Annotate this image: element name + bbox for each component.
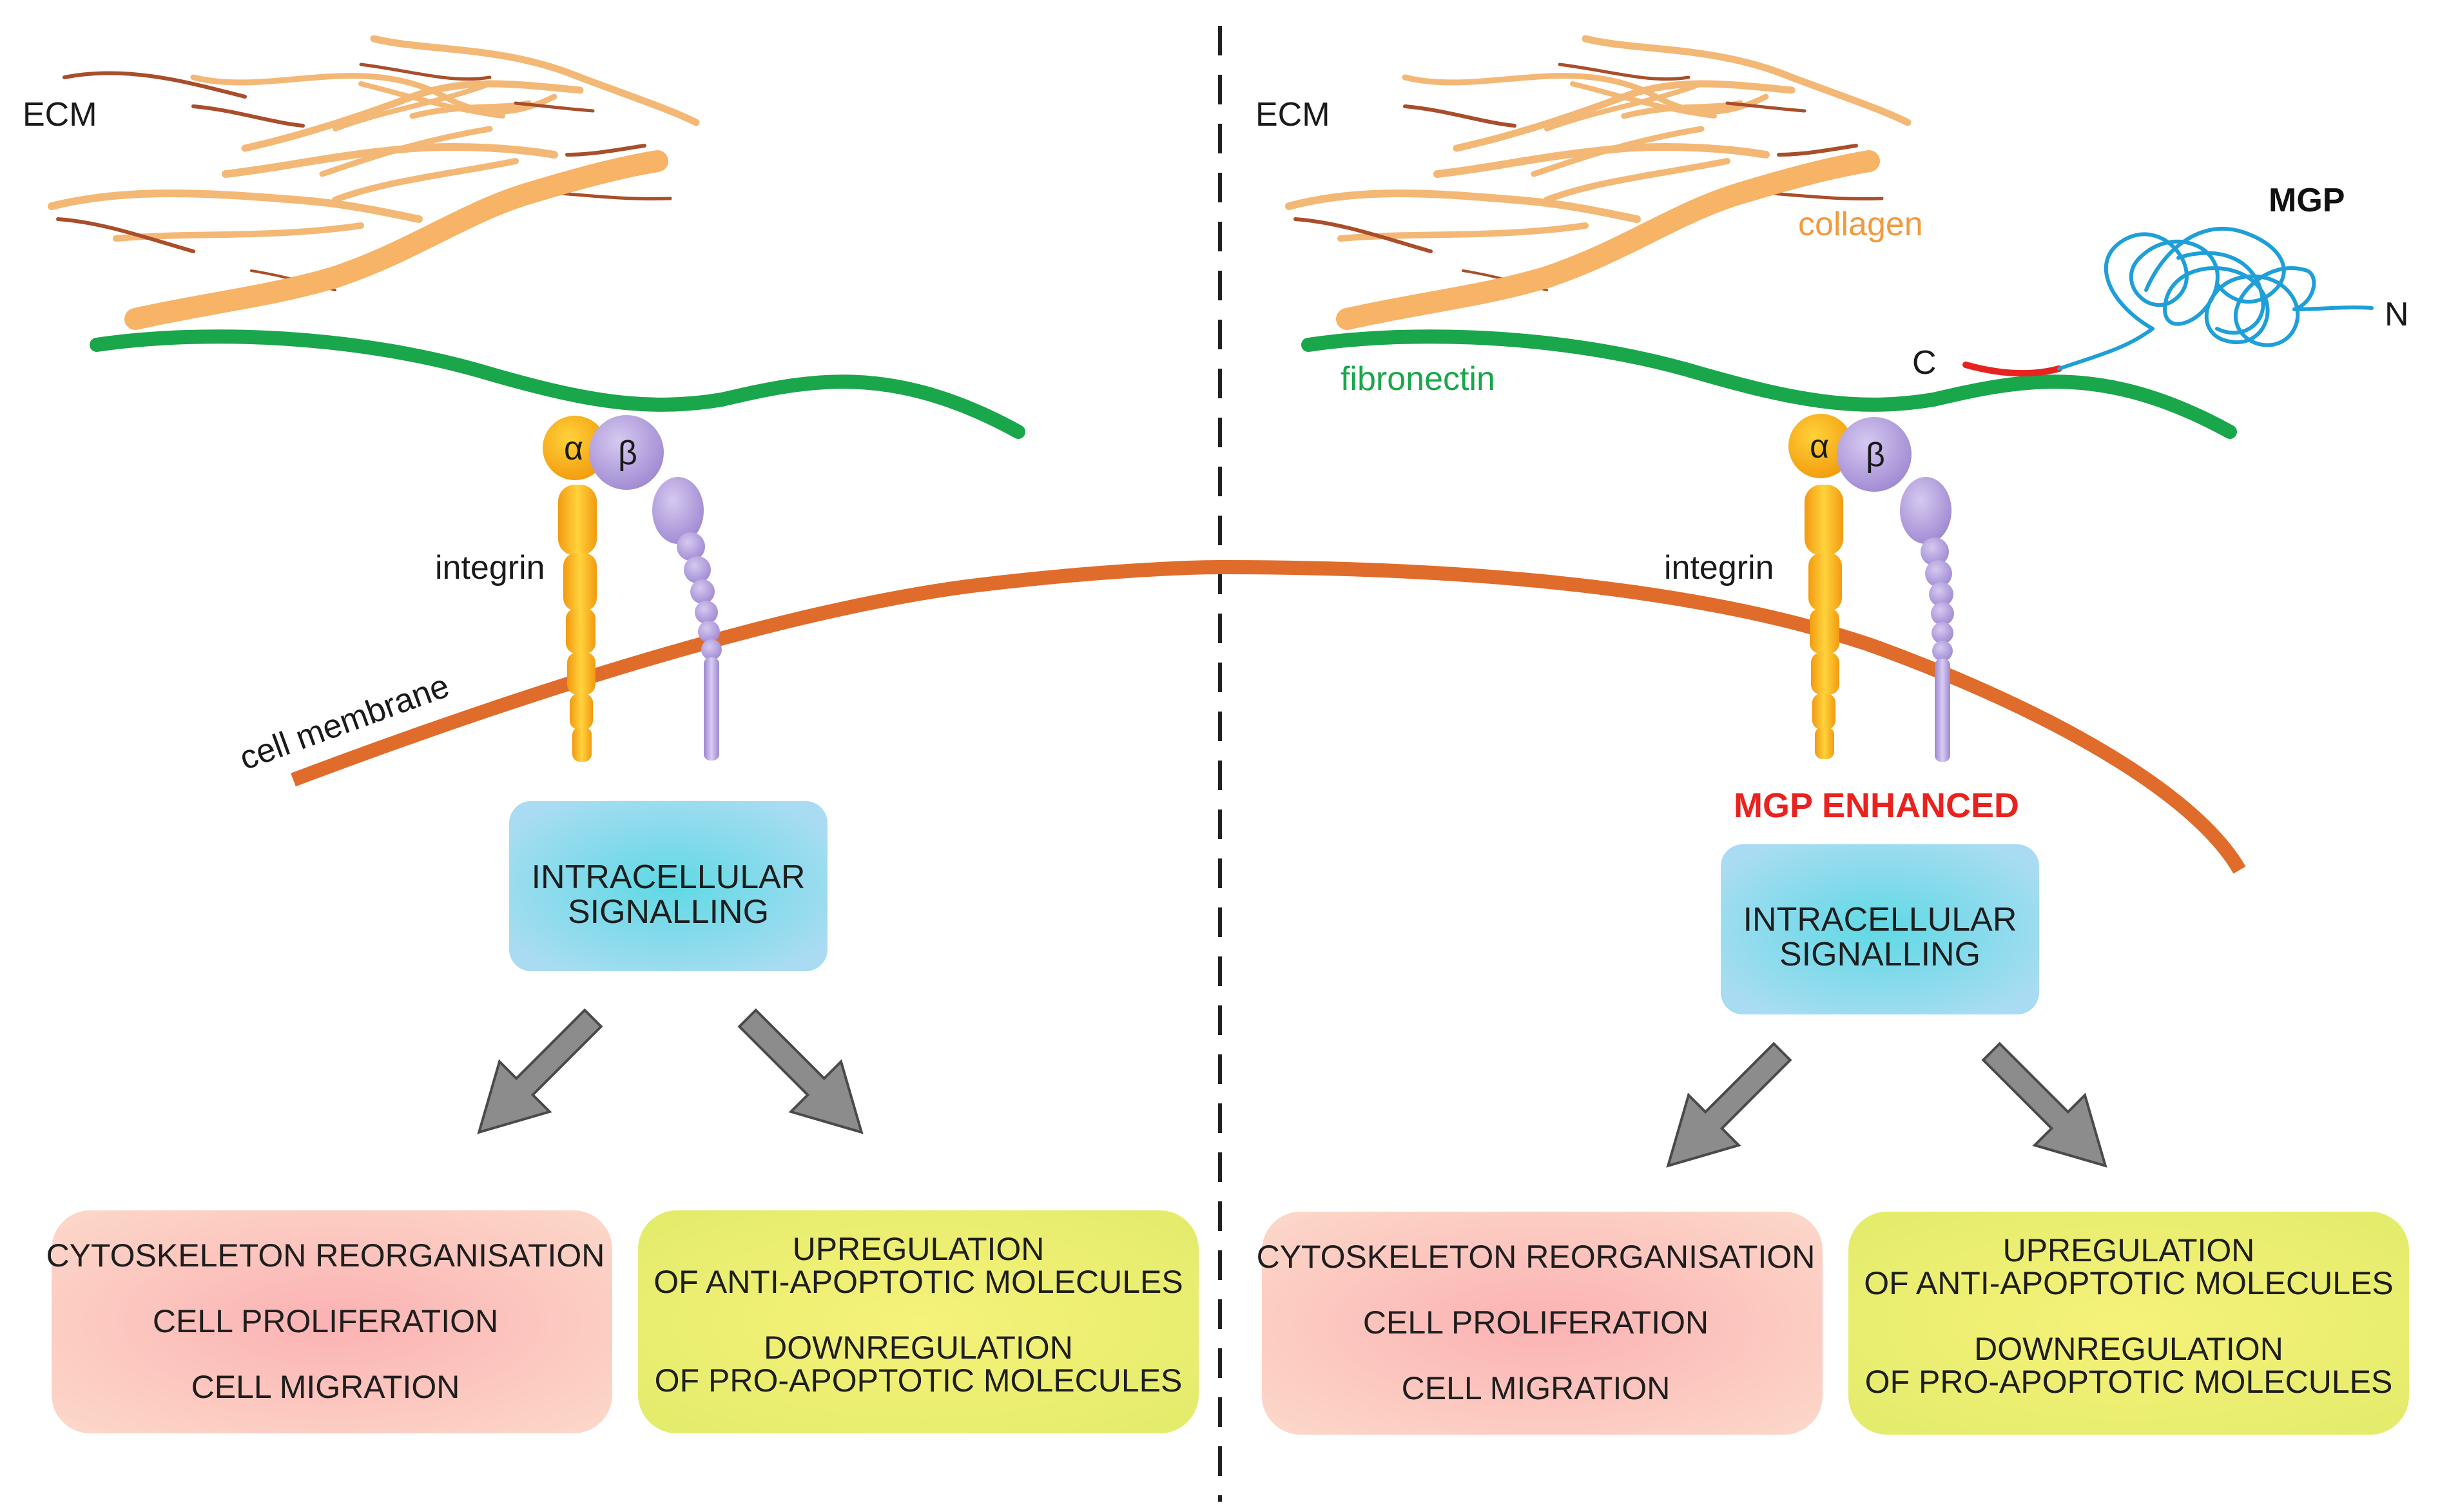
right-integrin-alpha	[1788, 414, 1853, 759]
left-cell-membrane	[291, 560, 1221, 787]
mgp-c-terminal-segment	[1962, 362, 2062, 377]
left-ecm-label: ECM	[23, 96, 97, 133]
right-signal-box: INTRACELLULAR SIGNALLING	[1721, 844, 2039, 1014]
left-panel: ECM α β integrin cell membrane INTRACELL…	[23, 35, 1221, 1433]
right-collagen-fibres	[1285, 35, 1912, 291]
right-integrin-beta	[1837, 417, 1954, 762]
right-outcome-yellow-box: UPREGULATION OF ANTI-APOPTOTIC MOLECULES…	[1848, 1212, 2409, 1435]
right-thick-collagen	[1336, 150, 1880, 330]
right-alpha-label: α	[1810, 428, 1829, 465]
left-arrow-to-yellow	[737, 1008, 864, 1134]
left-beta-label: β	[618, 434, 637, 472]
left-red-line-3: CELL MIGRATION	[191, 1369, 460, 1405]
right-red-line-3: CELL MIGRATION	[1402, 1370, 1670, 1406]
right-signal-line-2: SIGNALLING	[1779, 936, 1980, 973]
left-integrin-beta	[589, 415, 722, 761]
right-yellow-line-3: DOWNREGULATION	[1974, 1331, 2283, 1367]
left-outcome-yellow-box: UPREGULATION OF ANTI-APOPTOTIC MOLECULES…	[638, 1210, 1199, 1433]
left-signal-box: INTRACELLULAR SIGNALLING	[509, 801, 828, 971]
left-arrow-to-red	[477, 1008, 603, 1134]
mgp-label: MGP	[2269, 182, 2345, 219]
left-yellow-line-4: OF PRO-APOPTOTIC MOLECULES	[655, 1362, 1183, 1399]
right-arrow-to-yellow	[1981, 1042, 2107, 1168]
right-outcome-red-box: CYTOSKELETON REORGANISATION CELL PROLIFE…	[1257, 1212, 1823, 1435]
mgp-protein	[1962, 226, 2374, 377]
left-red-line-2: CELL PROLIFERATION	[153, 1303, 498, 1339]
left-signal-line-1: INTRACELLULAR	[532, 858, 806, 896]
left-yellow-line-2: OF ANTI-APOPTOTIC MOLECULES	[654, 1264, 1183, 1300]
left-collagen-fibres	[48, 35, 700, 291]
left-red-line-1: CYTOSKELETON REORGANISATION	[46, 1237, 605, 1274]
mgp-c-terminal-label: C	[1912, 344, 1937, 382]
left-signal-line-2: SIGNALLING	[568, 893, 769, 931]
left-alpha-label: α	[564, 430, 583, 467]
left-yellow-line-3: DOWNREGULATION	[764, 1330, 1073, 1366]
right-cell-membrane	[1219, 560, 2246, 874]
left-outcome-red-box: CYTOSKELETON REORGANISATION CELL PROLIFE…	[46, 1210, 612, 1433]
fibronectin-label: fibronectin	[1341, 360, 1495, 398]
right-integrin-label: integrin	[1664, 549, 1774, 586]
right-signal-line-1: INTRACELLULAR	[1743, 901, 2017, 938]
right-panel: ECM collagen fibronectin MGP N C α β int…	[1219, 35, 2409, 1435]
left-yellow-line-1: UPREGULATION	[793, 1231, 1045, 1267]
right-yellow-line-1: UPREGULATION	[2003, 1232, 2255, 1268]
right-red-line-2: CELL PROLIFERATION	[1363, 1304, 1709, 1341]
left-fibronectin	[90, 329, 1025, 439]
right-beta-label: β	[1866, 436, 1885, 474]
right-arrow-to-red	[1666, 1042, 1792, 1168]
right-yellow-line-4: OF PRO-APOPTOTIC MOLECULES	[1865, 1364, 2393, 1400]
collagen-label: collagen	[1798, 206, 1923, 243]
mgp-n-terminal-label: N	[2385, 296, 2409, 333]
right-ecm-label: ECM	[1255, 96, 1330, 133]
left-integrin-label: integrin	[435, 549, 545, 586]
right-fibronectin	[1301, 329, 2237, 439]
mgp-enhanced-label: MGP ENHANCED	[1734, 786, 2019, 825]
right-yellow-line-2: OF ANTI-APOPTOTIC MOLECULES	[1864, 1265, 2393, 1301]
right-red-line-1: CYTOSKELETON REORGANISATION	[1257, 1239, 1815, 1275]
left-thick-collagen	[124, 150, 668, 330]
